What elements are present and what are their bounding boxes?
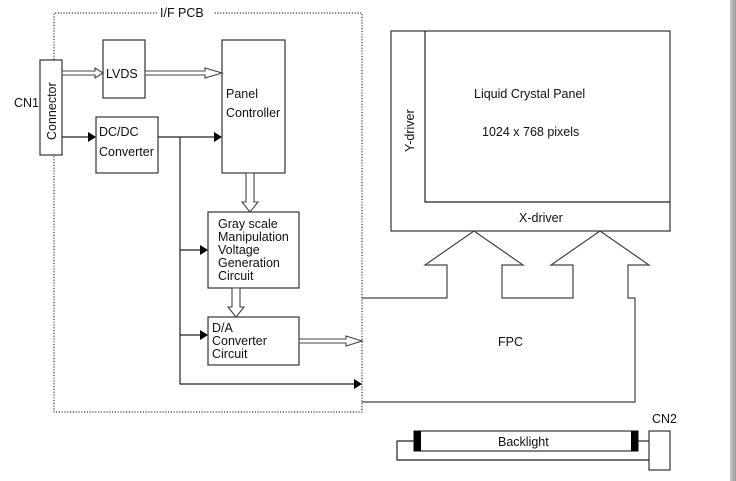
backlight-cap-left [414,431,421,451]
fpc-outline [362,230,651,403]
bus-arrow-controller-to-gray [240,172,260,213]
cn2-label: CN2 [652,412,677,426]
dcdc-label-2: Converter [99,145,154,159]
page-edge-shadow [730,0,736,481]
panel-controller-label-1: Panel [226,87,258,101]
panel-controller-label-2: Controller [226,106,280,120]
da-label-3: Circuit [212,347,248,361]
dcdc-converter-block: DC/DC Converter [95,116,159,174]
lvds-block: LVDS [102,39,146,99]
bus-arrow-da-to-fpc [298,335,364,347]
lvds-label: LVDS [106,67,138,81]
gray-label-5: Circuit [218,269,254,283]
power-wires [62,132,362,389]
gray-label-3: Voltage [218,243,260,257]
arrowhead-to-gray [200,245,208,255]
panel-controller-block: Panel Controller [221,39,286,174]
lc-panel-resolution: 1024 x 768 pixels [482,125,579,139]
da-label-2: Converter [212,334,267,348]
arrowhead-to-dcdc [88,132,96,142]
if-pcb-label: I/F PCB [160,6,204,20]
gray-label-2: Manipulation [218,230,289,244]
arrowhead-to-fpc [354,379,362,389]
da-converter-block: D/A Converter Circuit [207,316,300,366]
driver-frame [390,30,671,232]
gray-label-1: Gray scale [218,217,278,231]
y-driver-label: Y-driver [403,109,417,152]
liquid-crystal-panel [424,31,670,203]
fpc-label: FPC [498,335,523,349]
if-pcb-boundary: I/F PCB [53,6,363,413]
lc-panel-label: Liquid Crystal Panel [474,87,585,101]
gray-scale-block: Gray scale Manipulation Voltage Generati… [207,211,300,289]
da-label-1: D/A [212,321,234,335]
connector-block: Connector [39,59,63,156]
fpc: FPC [362,230,651,403]
arrowhead-to-controller [214,132,222,142]
cn1-label: CN1 [14,96,39,110]
backlight-assembly: Backlight CN2 [396,412,677,471]
arrowhead-to-da [200,330,208,340]
bus-arrow-connector-to-lvds [61,67,105,79]
bus-arrow-lvds-to-controller [144,67,224,79]
cn2-connector [648,430,671,471]
backlight-cap-right [631,431,638,451]
backlight-label: Backlight [498,435,549,449]
dcdc-label-1: DC/DC [99,125,139,139]
gray-label-4: Generation [218,256,280,270]
connector-label: Connector [45,82,59,140]
x-driver-label: X-driver [519,211,563,225]
bus-arrow-gray-to-da [226,287,246,318]
lcd-panel-assembly: Liquid Crystal Panel 1024 x 768 pixels Y… [390,30,671,232]
